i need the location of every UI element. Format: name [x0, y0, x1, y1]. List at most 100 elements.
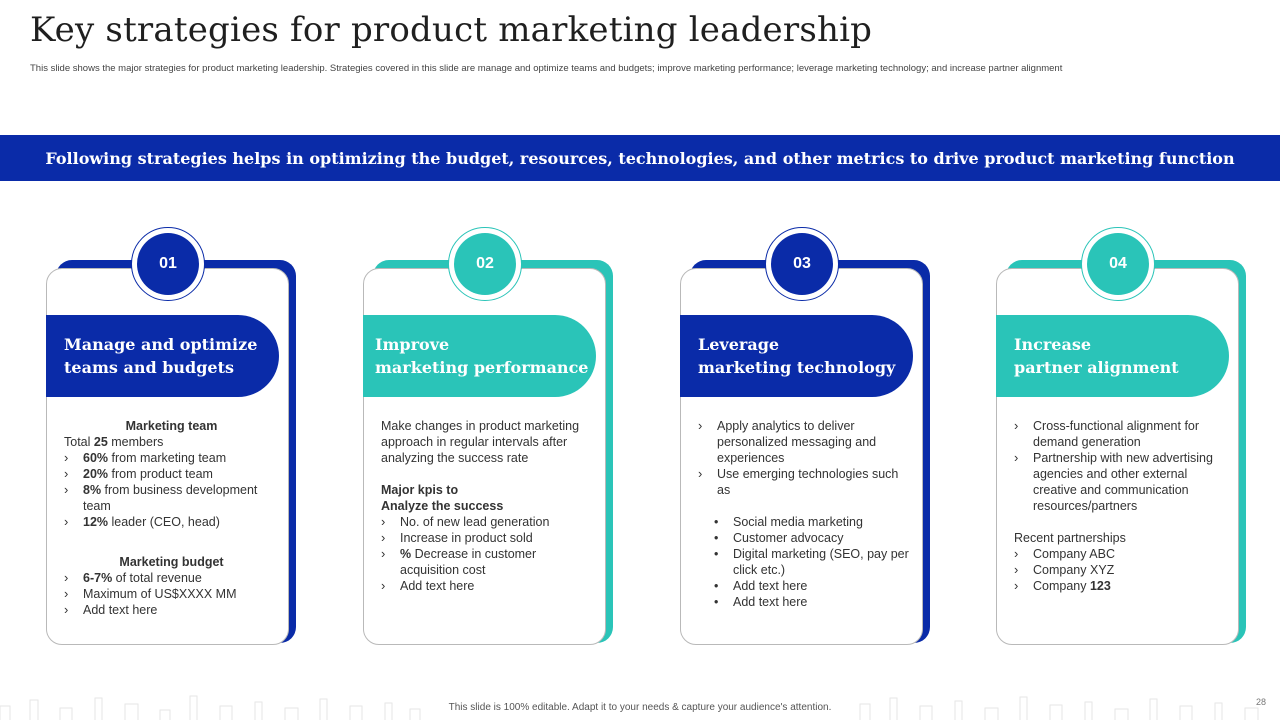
strategy-card-4: 04 Increase partner alignment ›Cross-fun…	[996, 225, 1248, 650]
item-text: Company	[1033, 563, 1090, 577]
item-text: Decrease in customer acquisition cost	[400, 547, 537, 577]
team-total: Total 25 members	[64, 434, 279, 450]
kpi-heading-line1: Major kpis to	[381, 483, 459, 497]
chevron-right-icon: ›	[64, 570, 69, 585]
chevron-right-icon: ›	[381, 546, 386, 561]
list-item: ›Cross-functional alignment for demand g…	[1014, 418, 1229, 450]
list-item: › Increase in product sold	[381, 530, 596, 546]
chevron-right-icon: ›	[1014, 450, 1019, 465]
banner-text: Following strategies helps in optimizing…	[45, 148, 1235, 168]
number-badge: 01	[131, 227, 205, 301]
item-value: %	[400, 547, 412, 561]
sub-list-item: • Digital marketing (SEO, pay per click e…	[698, 546, 913, 578]
chevron-right-icon: ›	[381, 578, 386, 593]
item-text: Add text here	[83, 603, 158, 617]
item-text: No. of new lead generation	[400, 515, 550, 529]
chevron-right-icon: ›	[698, 418, 703, 433]
card-header: Improve marketing performance	[363, 315, 596, 397]
chevron-right-icon: ›	[64, 482, 69, 497]
card-heading: Improve marketing performance	[375, 335, 589, 377]
chevron-right-icon: ›	[1014, 578, 1019, 593]
number-badge: 02	[448, 227, 522, 301]
strategy-card-1: 01 Manage and optimize teams and budgets…	[46, 225, 298, 650]
card-header: Manage and optimize teams and budgets	[46, 315, 279, 397]
item-text: Add text here	[400, 579, 475, 593]
item-text: from business development team	[83, 483, 258, 513]
item-text: Company	[1033, 547, 1090, 561]
chevron-right-icon: ›	[64, 586, 69, 601]
number-label: 02	[454, 233, 516, 295]
sub-list-item: • Customer advocacy	[698, 530, 913, 546]
list-item: › 8% from business development team	[64, 482, 279, 514]
list-item: ›Partnership with new advertising agenci…	[1014, 450, 1229, 514]
number-label: 03	[771, 233, 833, 295]
item-value: 123	[1089, 579, 1111, 593]
list-item: › Apply analytics to deliver personalized…	[698, 418, 913, 466]
chevron-right-icon: ›	[64, 450, 69, 465]
page-subtitle: This slide shows the major strategies fo…	[30, 63, 1063, 74]
card-header: Leverage marketing technology	[680, 315, 913, 397]
list-item: › Add text here	[381, 578, 596, 594]
number-label: 04	[1087, 233, 1149, 295]
list-item: ›No. of new lead generation	[381, 514, 596, 530]
dot-icon: •	[714, 595, 719, 609]
banner: Following strategies helps in optimizing…	[0, 135, 1280, 181]
team-total-value: 25	[93, 435, 108, 449]
item-text: Add text here	[733, 595, 808, 609]
item-text: of total revenue	[112, 571, 202, 585]
chevron-right-icon: ›	[1014, 418, 1019, 433]
list-item: › Maximum of US$XXXX MM	[64, 586, 279, 602]
card-content: › Apply analytics to deliver personalized…	[698, 418, 913, 610]
chevron-right-icon: ›	[381, 530, 386, 545]
chevron-right-icon: ›	[64, 514, 69, 529]
team-heading: Marketing team	[125, 419, 218, 433]
item-value: 8%	[83, 483, 102, 497]
dot-icon: •	[714, 547, 719, 561]
card-content: Marketing team Total 25 members ›60% fro…	[64, 418, 279, 618]
page-number: 28	[1255, 697, 1266, 707]
item-text: from marketing team	[108, 451, 227, 465]
item-text: Customer advocacy	[733, 531, 844, 545]
list-item: › 6-7% of total revenue	[64, 570, 279, 586]
card-paragraph: Make changes in product marketing approa…	[381, 419, 580, 465]
sub-list-item: •Social media marketing	[698, 514, 913, 530]
list-item: ›Use emerging technologies such as	[698, 466, 913, 498]
team-total-suffix: members	[107, 435, 164, 449]
chevron-right-icon: ›	[64, 602, 69, 617]
item-value: 12%	[83, 515, 109, 529]
skyline-decoration	[0, 695, 1259, 720]
strategy-card-2: 02 Improve marketing performance Make ch…	[363, 225, 615, 650]
chevron-right-icon: ›	[698, 466, 703, 481]
dot-icon: •	[714, 531, 719, 545]
card-content: Make changes in product marketing approa…	[381, 418, 596, 594]
item-text: Apply analytics to deliver personalized …	[717, 419, 877, 465]
item-value: XYZ	[1089, 563, 1115, 577]
footer-note: This slide is 100% editable. Adapt it to…	[448, 702, 832, 713]
item-text: Increase in product sold	[400, 531, 533, 545]
dot-icon: •	[714, 579, 719, 593]
item-text: from product team	[108, 467, 213, 481]
chevron-right-icon: ›	[1014, 546, 1019, 561]
number-label: 01	[137, 233, 199, 295]
number-badge: 03	[765, 227, 839, 301]
card-heading: Increase partner alignment	[1014, 335, 1179, 377]
card-content: ›Cross-functional alignment for demand g…	[1014, 418, 1229, 594]
item-text: Maximum of US$XXXX MM	[83, 587, 237, 601]
list-item: ›Company ABC	[1014, 546, 1229, 562]
item-value: 20%	[83, 467, 109, 481]
item-text: Digital marketing (SEO, pay per click et…	[733, 547, 909, 577]
card-header: Increase partner alignment	[996, 315, 1229, 397]
chevron-right-icon: ›	[64, 466, 69, 481]
kpi-heading-line2: Analyze the success	[381, 499, 504, 513]
list-item: ›60% from marketing team	[64, 450, 279, 466]
number-badge: 04	[1081, 227, 1155, 301]
sub-list-item: • Add text here	[698, 578, 913, 594]
list-item: ›% Decrease in customer acquisition cost	[381, 546, 596, 578]
card-heading: Manage and optimize teams and budgets	[64, 335, 258, 377]
item-text: leader (CEO, head)	[108, 515, 220, 529]
item-value: 6-7%	[83, 571, 113, 585]
dot-icon: •	[714, 515, 719, 529]
recent-heading: Recent partnerships	[1014, 531, 1126, 545]
item-text: Add text here	[733, 579, 808, 593]
list-item: › 12% leader (CEO, head)	[64, 514, 279, 530]
